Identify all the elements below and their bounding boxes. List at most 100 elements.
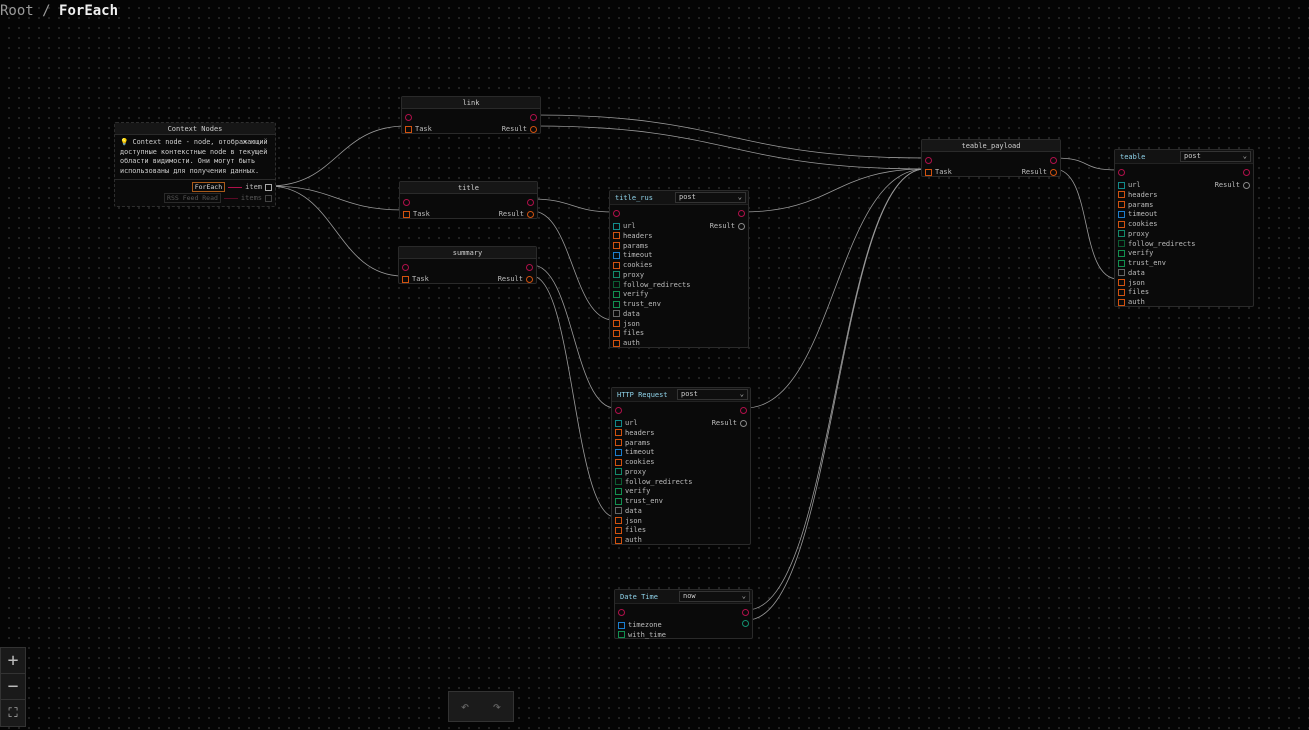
input-port[interactable] bbox=[615, 429, 622, 437]
input-timezone[interactable]: timezone bbox=[618, 620, 662, 630]
input-proxy[interactable]: proxy bbox=[615, 467, 646, 477]
input-port[interactable] bbox=[1118, 220, 1125, 228]
flow-out-port[interactable] bbox=[526, 264, 533, 271]
output-port[interactable] bbox=[526, 275, 533, 283]
output-result[interactable]: Result bbox=[502, 124, 537, 134]
input-Task[interactable]: Task bbox=[402, 274, 429, 284]
input-port[interactable] bbox=[615, 439, 622, 446]
context-item-foreach[interactable]: ForEach item bbox=[191, 182, 272, 192]
output-port[interactable] bbox=[527, 210, 534, 218]
input-auth[interactable]: auth bbox=[613, 338, 640, 348]
input-port[interactable] bbox=[618, 621, 625, 629]
input-port[interactable] bbox=[613, 320, 620, 327]
input-port[interactable] bbox=[1118, 288, 1125, 296]
flow-out-port[interactable] bbox=[742, 609, 749, 616]
zoom-in-button[interactable]: + bbox=[1, 648, 25, 674]
breadcrumb-root[interactable]: Root bbox=[0, 3, 34, 19]
input-port[interactable] bbox=[615, 478, 622, 485]
context-source-rss[interactable]: RSS Feed Read bbox=[164, 193, 221, 203]
fit-view-button[interactable]: ⛶ bbox=[8, 705, 18, 721]
input-port[interactable] bbox=[1118, 191, 1125, 199]
input-port[interactable] bbox=[613, 232, 620, 240]
input-port[interactable] bbox=[613, 339, 620, 347]
input-follow-redirects[interactable]: follow_redirects bbox=[615, 477, 692, 487]
input-timeout[interactable]: timeout bbox=[613, 250, 653, 260]
item-port[interactable] bbox=[265, 183, 272, 191]
input-verify[interactable]: verify bbox=[613, 289, 648, 299]
input-port[interactable] bbox=[613, 300, 620, 308]
input-port[interactable] bbox=[613, 242, 620, 249]
input-auth[interactable]: auth bbox=[1118, 297, 1145, 307]
input-port[interactable] bbox=[615, 487, 622, 495]
input-port[interactable] bbox=[613, 222, 620, 230]
flow-out-port[interactable] bbox=[527, 199, 534, 206]
context-nodes-panel[interactable]: Context Nodes 💡 Context node - node, ото… bbox=[114, 122, 276, 207]
input-port[interactable] bbox=[615, 536, 622, 544]
input-port[interactable] bbox=[615, 468, 622, 476]
input-port[interactable] bbox=[615, 458, 622, 466]
method-select[interactable]: now⌄ bbox=[679, 591, 750, 602]
input-cookies[interactable]: cookies bbox=[615, 457, 655, 467]
input-data[interactable]: data bbox=[613, 309, 640, 319]
input-port[interactable] bbox=[1118, 269, 1125, 277]
flow-in-port[interactable] bbox=[405, 114, 412, 121]
input-port[interactable] bbox=[615, 517, 622, 524]
input-json[interactable]: json bbox=[1118, 278, 1145, 288]
input-trust-env[interactable]: trust_env bbox=[1118, 258, 1166, 268]
input-port[interactable] bbox=[615, 419, 622, 427]
input-url[interactable]: url bbox=[615, 418, 638, 428]
input-cookies[interactable]: cookies bbox=[1118, 219, 1158, 229]
input-port[interactable] bbox=[402, 275, 409, 283]
input-port[interactable] bbox=[613, 271, 620, 279]
input-port[interactable] bbox=[1118, 181, 1125, 189]
input-port[interactable] bbox=[615, 507, 622, 515]
input-url[interactable]: url bbox=[613, 221, 636, 231]
input-port[interactable] bbox=[618, 631, 625, 639]
input-headers[interactable]: headers bbox=[615, 428, 655, 438]
input-port[interactable] bbox=[613, 251, 620, 259]
flow-in-port[interactable] bbox=[615, 407, 622, 414]
input-port[interactable] bbox=[1118, 259, 1125, 267]
output-result[interactable]: Result bbox=[1022, 167, 1057, 177]
flow-in-port[interactable] bbox=[402, 264, 409, 271]
input-headers[interactable]: headers bbox=[1118, 190, 1158, 200]
input-follow-redirects[interactable]: follow_redirects bbox=[1118, 239, 1195, 249]
undo-button[interactable]: ↶ bbox=[460, 698, 470, 715]
input-trust-env[interactable]: trust_env bbox=[615, 496, 663, 506]
input-timeout[interactable]: timeout bbox=[1118, 209, 1158, 219]
method-select[interactable]: post⌄ bbox=[677, 389, 748, 400]
flow-in-port[interactable] bbox=[618, 609, 625, 616]
input-data[interactable]: data bbox=[615, 506, 642, 516]
input-port[interactable] bbox=[1118, 249, 1125, 257]
input-port[interactable] bbox=[1118, 230, 1125, 238]
input-port[interactable] bbox=[613, 290, 620, 298]
input-Task[interactable]: Task bbox=[405, 124, 432, 134]
input-port[interactable] bbox=[403, 210, 410, 218]
output-port[interactable] bbox=[742, 620, 749, 627]
input-port[interactable] bbox=[613, 329, 620, 337]
input-port[interactable] bbox=[925, 168, 932, 176]
input-files[interactable]: files bbox=[1118, 287, 1149, 297]
input-port[interactable] bbox=[615, 497, 622, 505]
input-files[interactable]: files bbox=[615, 525, 646, 535]
input-json[interactable]: json bbox=[613, 319, 640, 329]
input-verify[interactable]: verify bbox=[615, 486, 650, 496]
output-port[interactable] bbox=[1050, 168, 1057, 176]
output-result[interactable]: Result bbox=[1215, 180, 1250, 190]
input-proxy[interactable]: proxy bbox=[1118, 229, 1149, 239]
input-port[interactable] bbox=[613, 310, 620, 318]
input-json[interactable]: json bbox=[615, 516, 642, 526]
flow-in-port[interactable] bbox=[613, 210, 620, 217]
output-result[interactable]: Result bbox=[498, 274, 533, 284]
input-port[interactable] bbox=[1118, 298, 1125, 306]
input-files[interactable]: files bbox=[613, 328, 644, 338]
method-select[interactable]: post⌄ bbox=[1180, 151, 1251, 162]
output-result[interactable]: Result bbox=[710, 221, 745, 231]
